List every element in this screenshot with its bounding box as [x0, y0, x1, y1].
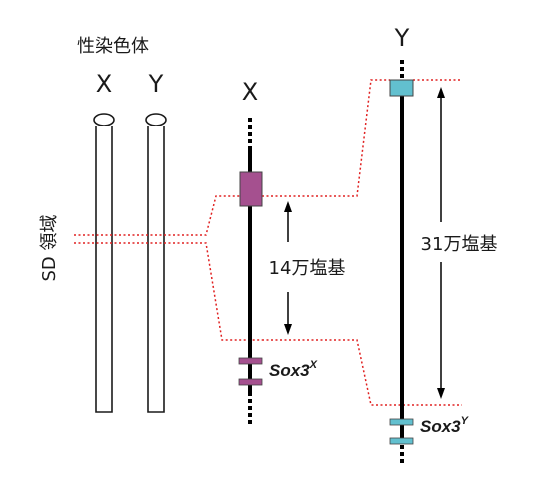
left-x-chromosome-arm — [95, 126, 113, 413]
x-distance-label: 14万塩基 — [269, 258, 346, 279]
x-sox3-band-lower — [238, 378, 263, 386]
y-distance-label: 31万塩基 — [421, 234, 498, 255]
y-detail-label: Y — [394, 24, 410, 52]
y-arrow-up-head — [437, 87, 445, 98]
title: 性染色体 — [77, 36, 149, 57]
y-distance-arrows — [437, 87, 445, 399]
left-y-label: Y — [148, 70, 164, 98]
left-y-chromosome-tip — [145, 113, 167, 127]
y-sox3-band-lower — [389, 437, 414, 445]
x-sd-marker — [239, 171, 263, 207]
x-gene-label: Sox3X — [269, 359, 318, 380]
y-detail-chromosome — [389, 60, 414, 466]
left-x-chromosome — [93, 113, 115, 413]
y-gene-label: Sox3Y — [420, 415, 470, 436]
guide-lines — [74, 79, 462, 406]
y-sox3-band-upper — [389, 418, 414, 426]
left-y-chromosome-arm — [147, 126, 165, 413]
x-arrow-up-head — [284, 201, 292, 212]
left-x-label: X — [96, 70, 112, 98]
y-arrow-down-head — [437, 388, 445, 399]
sd-region-label: SD 領域 — [39, 214, 60, 281]
x-detail-label: X — [242, 78, 258, 106]
x-sox3-band-upper — [238, 357, 263, 365]
x-to-y-guide-upper — [262, 79, 390, 197]
x-detail-chromosome — [238, 118, 263, 424]
left-y-chromosome — [145, 113, 167, 413]
left-x-chromosome-tip — [93, 113, 115, 127]
x-distance-arrows — [284, 201, 292, 335]
y-sd-marker — [389, 79, 414, 97]
x-arrow-down-head — [284, 324, 292, 335]
sd-guide-lower — [74, 242, 262, 341]
